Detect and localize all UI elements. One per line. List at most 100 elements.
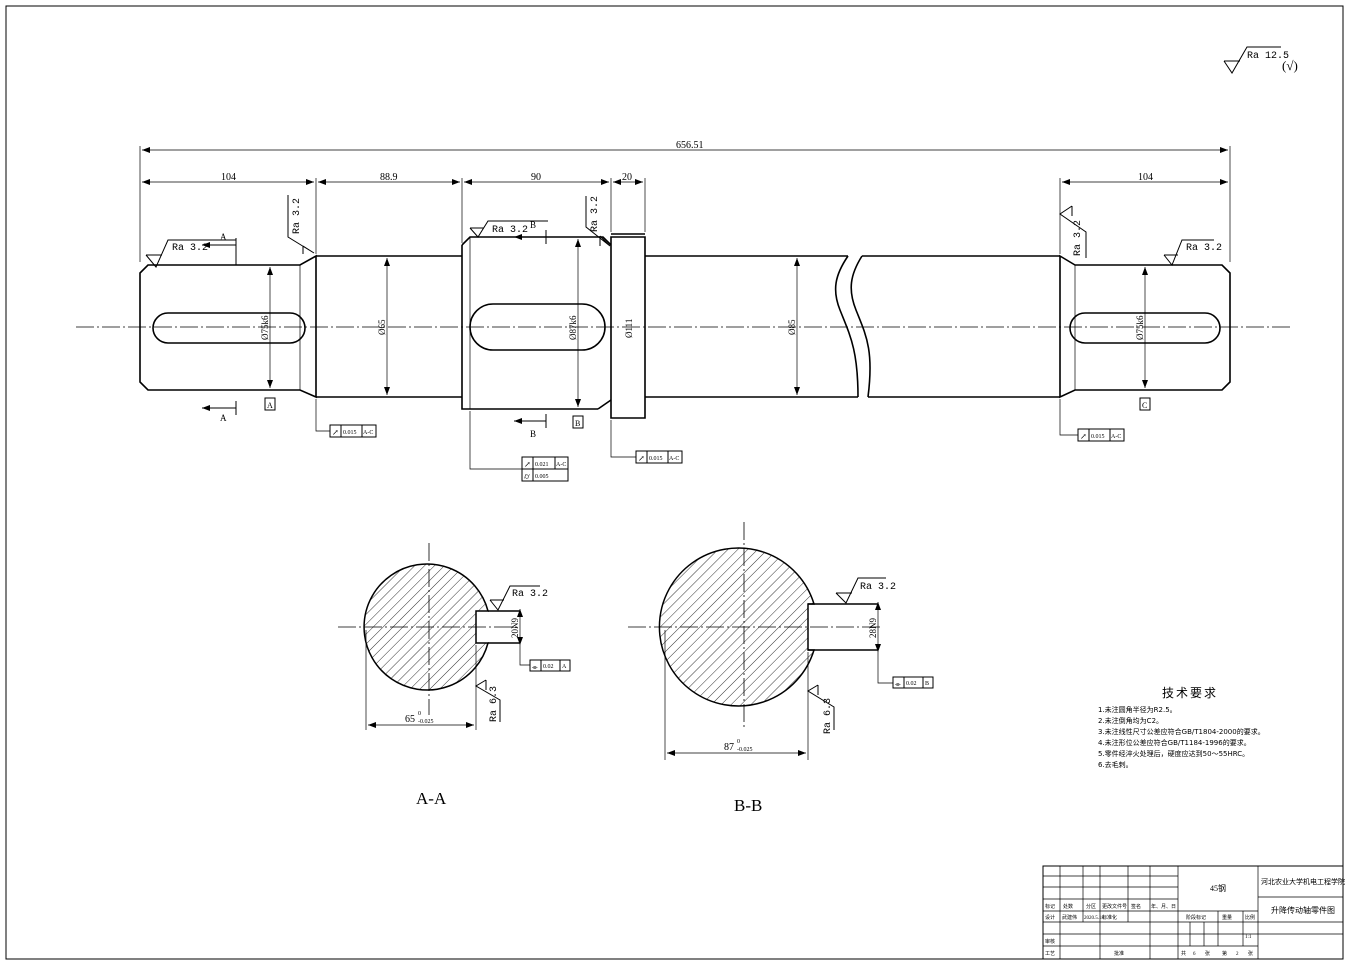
tolerance-frame: ↗ 0.021 A-C ⌭ 0.005	[469, 411, 569, 482]
section-bb-hatched	[658, 547, 816, 707]
dim-left-shaft-length: 88.9	[380, 172, 398, 183]
tolerance-symbol: ⌯	[532, 663, 538, 671]
roughness-symbol: Ra 6.3	[475, 679, 501, 722]
tolerance-symbol: ↗	[524, 460, 531, 469]
tb-review: 审核	[1045, 938, 1055, 945]
dim-overall-length: 656.51	[676, 140, 704, 151]
tb-sheet-label: 第	[1222, 950, 1227, 957]
tolerance-symbol: ↗	[1080, 432, 1087, 441]
roughness-label: Ra 6.3	[489, 686, 500, 722]
tolerance-frame: ↗ 0.015 A-C	[315, 399, 377, 438]
tb-design-label: 设计	[1045, 914, 1055, 921]
tolerance-datum: A-C	[1111, 434, 1121, 440]
bb-depth-tol-lower: -0.025	[737, 747, 753, 753]
dim-dia-left-shaft: Ø65	[377, 319, 387, 335]
roughness-symbol: Ra 3.2	[469, 220, 548, 238]
tolerance-symbol: ↗	[638, 454, 645, 463]
tolerance-symbol: ↗	[332, 428, 339, 437]
roughness-label: Ra 3.2	[590, 196, 601, 232]
tb-material: 45钢	[1210, 883, 1226, 893]
tolerance-value: 0.015	[1091, 434, 1105, 440]
tb-header: 分区	[1086, 903, 1096, 910]
tolerance-datum: B	[925, 681, 929, 687]
aa-key-width: 20N9	[510, 618, 520, 638]
tb-scale-label: 比例	[1245, 914, 1255, 921]
tolerance-value: 0.015	[343, 430, 357, 436]
section-marker-a-bottom: A	[220, 413, 227, 423]
dimensions: 656.51 104 88.9 90 20 104 Ø75k6 Ø65 Ø87k…	[139, 140, 1231, 407]
bb-depth-tol-upper: 0	[737, 739, 740, 745]
general-roughness-value: Ra 12.5	[1247, 51, 1289, 62]
general-roughness-note: Ra 12.5 (√)	[1223, 46, 1298, 74]
roughness-label: Ra 6.3	[823, 698, 834, 734]
dim-collar-length: 20	[622, 172, 632, 183]
tolerance-frame: ↗ 0.015 A-C	[1059, 399, 1125, 442]
tb-standardization: 标准化	[1102, 914, 1117, 921]
tb-designer: 武建伟	[1062, 914, 1077, 921]
section-markers: A A B B	[202, 220, 547, 439]
tb-header: 签名	[1131, 903, 1141, 910]
tolerance-value: 0.015	[649, 456, 663, 462]
roughness-symbol: Ra 3.2	[835, 577, 896, 604]
tb-header: 年、月、日	[1151, 903, 1176, 910]
shaft-main-view	[76, 233, 1292, 419]
tb-sheet-unit: 张	[1205, 950, 1210, 957]
datum-label-b: B	[575, 419, 580, 428]
tolerance-symbol: ⌭	[524, 472, 530, 481]
tb-total-sheets: 6	[1193, 952, 1196, 957]
aa-title: A-A	[416, 789, 447, 808]
tech-req-item: 4.未注形位公差应符合GB/T1184-1996的要求。	[1098, 738, 1251, 747]
roughness-label: Ra 3.2	[860, 582, 896, 593]
aa-depth-dim: 65	[405, 714, 415, 725]
roughness-label: Ra 3.2	[172, 243, 208, 254]
roughness-label: Ra 3.2	[492, 225, 528, 236]
tb-sheet-no: 2	[1236, 952, 1239, 957]
dim-dia-right-journal: Ø75k6	[1135, 315, 1145, 340]
tech-req-item: 5.零件经淬火处理后，硬度应达到50～55HRC。	[1098, 749, 1249, 758]
keyway-left	[152, 312, 306, 344]
tb-total: 共	[1181, 950, 1186, 957]
section-marker-a-top: A	[220, 232, 227, 242]
tech-req-item: 2.未注倒角均为C2。	[1098, 716, 1163, 725]
tb-drawing-name: 升降传动轴零件图	[1271, 905, 1335, 915]
roughness-symbol: Ra 3.2	[489, 585, 548, 611]
tolerance-datum: A-C	[669, 456, 679, 462]
tb-date: 2020.5.18	[1084, 916, 1105, 921]
tb-header: 更改文件号	[1102, 903, 1127, 910]
section-view-aa: 20N9 ⌯ 0.02 A 65 0 -0.025 A-A	[338, 543, 571, 808]
dim-dia-middle-journal: Ø87k6	[568, 315, 578, 340]
dim-dia-right-shaft: Ø85	[787, 319, 797, 335]
roughness-symbol: Ra 6.3	[807, 684, 835, 734]
tb-process: 工艺	[1045, 951, 1055, 957]
dim-dia-left-journal: Ø75k6	[260, 315, 270, 340]
dim-middle-journal-length: 90	[531, 172, 541, 183]
roughness-symbols: Ra 3.2 Ra 3.2 Ra 3.2 Ra 3.2 Ra 3.2 Ra 3.…	[145, 195, 1222, 734]
aa-depth-tol-lower: -0.025	[418, 719, 434, 725]
roughness-symbol: Ra 3.2	[145, 239, 237, 268]
roughness-symbol: Ra 3.2	[287, 195, 315, 254]
tb-weight: 重量	[1222, 914, 1232, 921]
title-block: 45钢 河北农业大学机电工程学院 升降传动轴零件图 标记 处数 分区 更改文件号…	[1042, 865, 1345, 960]
dim-right-journal-length: 104	[1138, 172, 1153, 183]
tb-header: 处数	[1063, 903, 1073, 910]
tech-req-item: 1.未注圆角半径为R2.5。	[1098, 705, 1177, 714]
tech-req-title: 技术要求	[1162, 686, 1218, 700]
tolerance-frame: ↗ 0.015 A-C	[610, 420, 683, 464]
tolerance-symbol: ⌯	[895, 680, 901, 688]
general-roughness-paren: (√)	[1282, 58, 1298, 73]
tolerance-datum: A	[562, 664, 567, 670]
section-marker-b-bottom: B	[530, 429, 536, 439]
datum-label-a: A	[267, 401, 273, 410]
tolerance-value: 0.005	[535, 474, 549, 480]
geometric-tolerances: ↗ 0.015 A-C ↗ 0.021 A-C ⌭ 0.005 ↗ 0.015 …	[315, 399, 1125, 482]
tech-req-item: 6.去毛刺。	[1098, 760, 1133, 769]
roughness-label: Ra 3.2	[512, 589, 548, 600]
tb-stage-mark: 阶段标记	[1186, 914, 1206, 921]
tolerance-datum: A-C	[363, 430, 373, 436]
bb-title: B-B	[734, 796, 762, 815]
tolerance-datum: A-C	[556, 462, 566, 468]
roughness-label: Ra 3.2	[292, 198, 303, 234]
tolerance-value: 0.021	[535, 462, 549, 468]
technical-requirements: 技术要求 1.未注圆角半径为R2.5。 2.未注倒角均为C2。 3.未注线性尺寸…	[1098, 686, 1265, 769]
